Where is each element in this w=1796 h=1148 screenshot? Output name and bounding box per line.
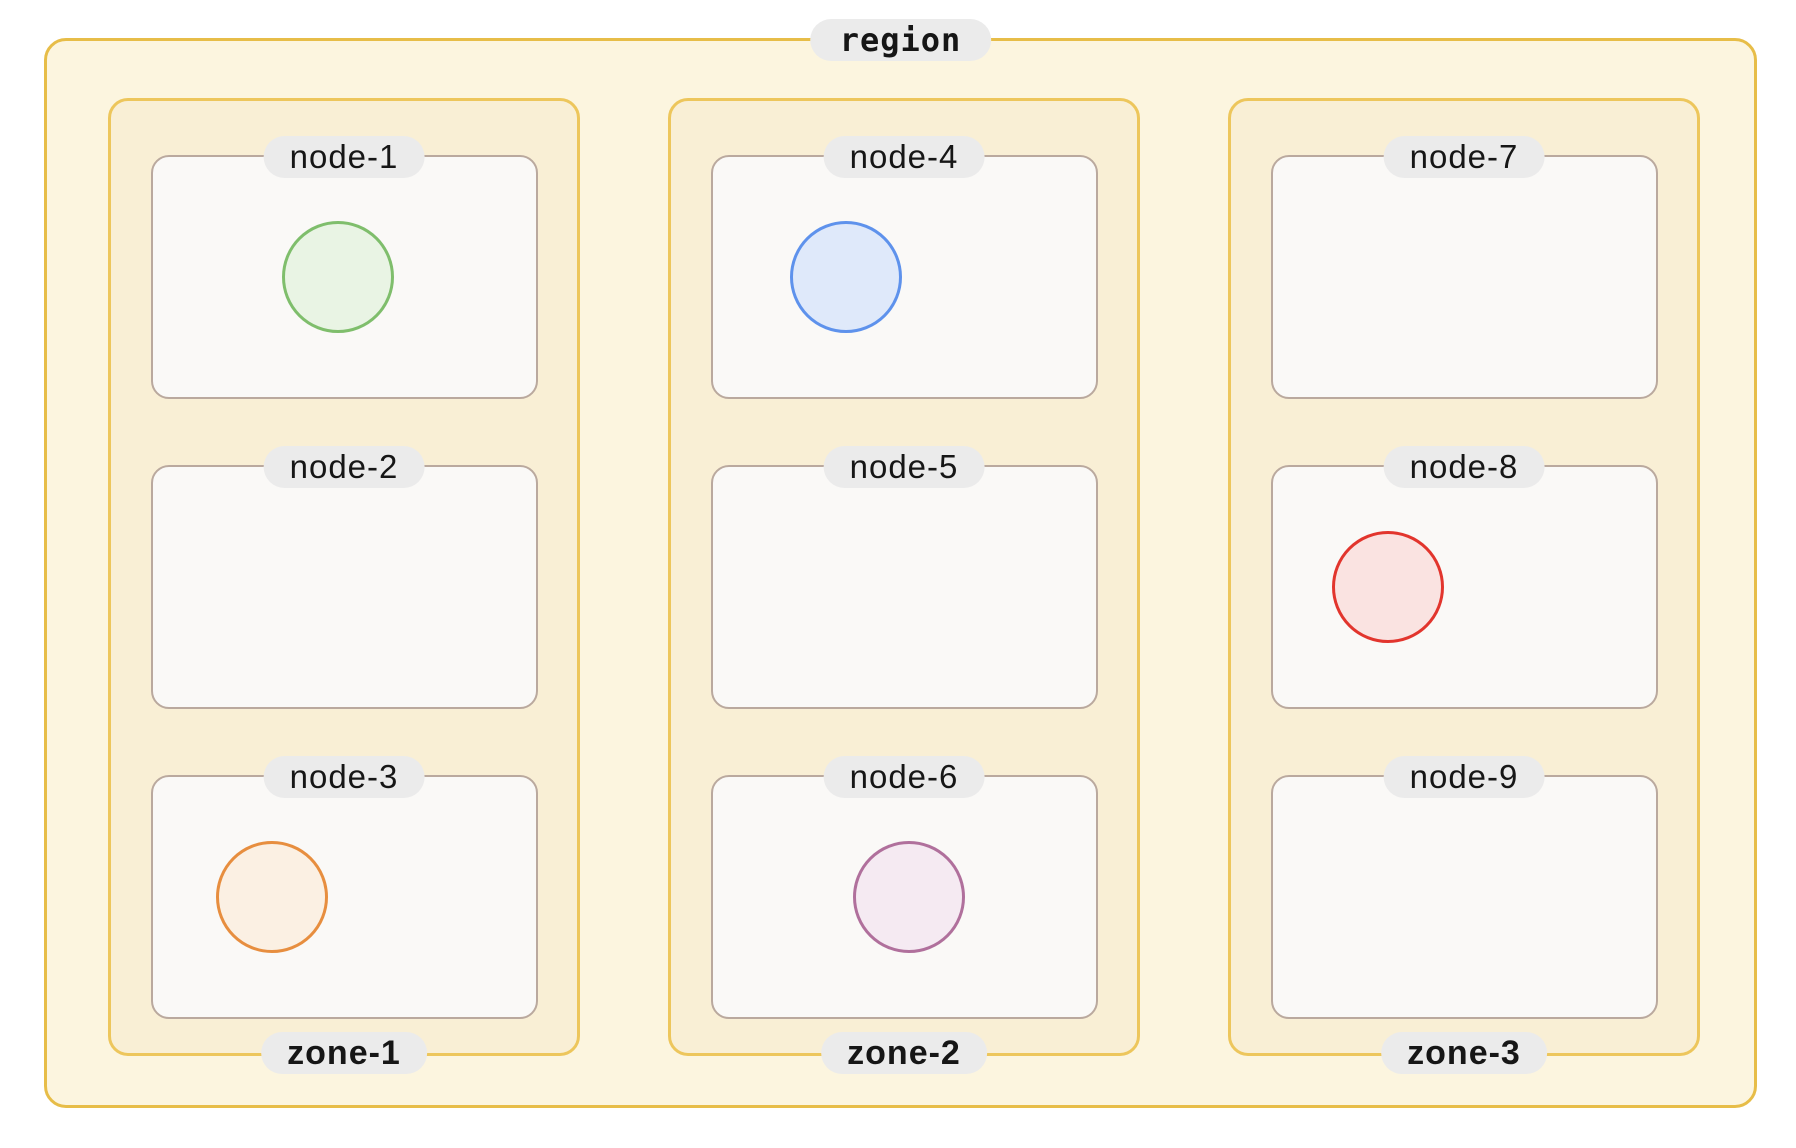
node-9-label: node-9 — [1383, 756, 1545, 798]
zone-3-label: zone-3 — [1381, 1032, 1547, 1074]
zones-row: node-1 node-2 node-3 zone-1 node-4 — [108, 98, 1700, 1074]
zone-1-container: node-1 node-2 node-3 zone-1 — [108, 98, 580, 1074]
node-7-box: node-7 — [1270, 136, 1658, 399]
zone-3-container: node-7 node-8 node-9 zone-3 — [1228, 98, 1700, 1074]
node-8-box: node-8 — [1270, 446, 1658, 709]
node-6-box: node-6 — [710, 756, 1098, 1019]
node-1-label: node-1 — [263, 136, 425, 178]
node-3-label: node-3 — [263, 756, 425, 798]
node-4-box: node-4 — [710, 136, 1098, 399]
node-9-box: node-9 — [1270, 756, 1658, 1019]
node-8-circle — [1331, 531, 1444, 643]
node-5-label: node-5 — [823, 446, 985, 488]
node-2-label: node-2 — [263, 446, 425, 488]
node-3-circle — [215, 841, 328, 953]
zone-1-label: zone-1 — [261, 1032, 427, 1074]
region-container: region node-1 node-2 node-3 zone-1 — [44, 19, 1757, 1108]
node-1-box: node-1 — [150, 136, 538, 399]
node-7-label: node-7 — [1383, 136, 1545, 178]
node-4-label: node-4 — [823, 136, 985, 178]
node-3-box: node-3 — [150, 756, 538, 1019]
node-6-label: node-6 — [823, 756, 985, 798]
node-1-circle — [281, 221, 394, 333]
node-6-circle — [852, 841, 965, 953]
node-4-circle — [789, 221, 902, 333]
zone-2-container: node-4 node-5 node-6 zone-2 — [668, 98, 1140, 1074]
region-label: region — [809, 19, 992, 61]
zone-2-label: zone-2 — [821, 1032, 987, 1074]
node-5-box: node-5 — [710, 446, 1098, 709]
node-8-label: node-8 — [1383, 446, 1545, 488]
node-2-box: node-2 — [150, 446, 538, 709]
